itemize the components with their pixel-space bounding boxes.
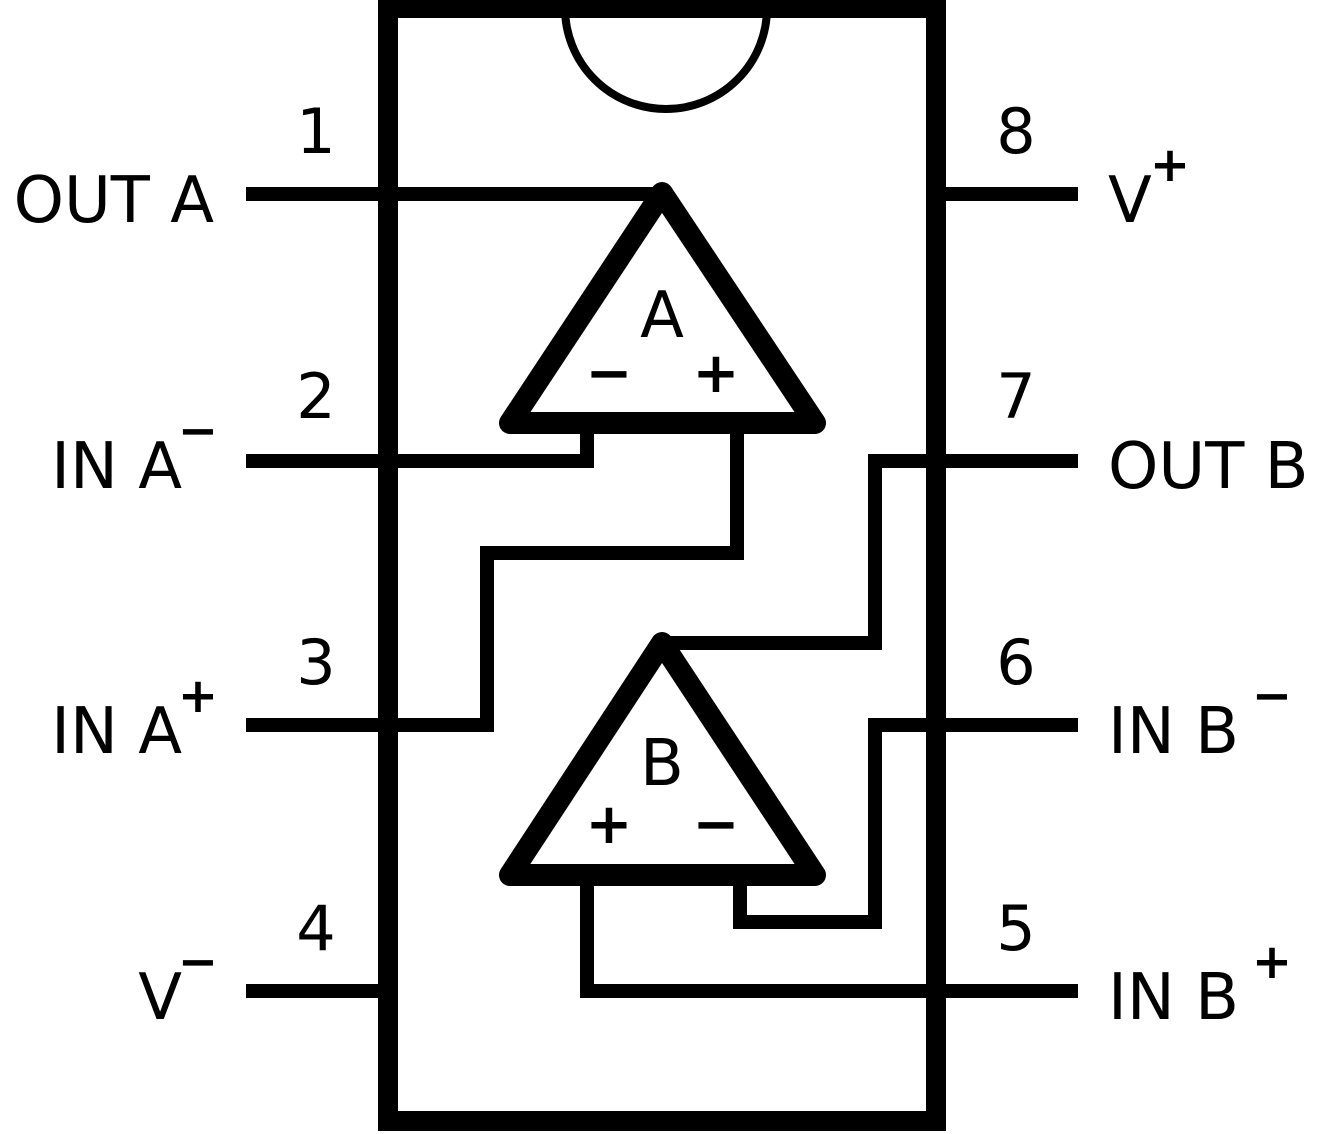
op-amp-b-label: B — [640, 727, 684, 801]
pin-6-number: 6 — [996, 626, 1035, 699]
op-amp-a-plus-sign: + — [693, 341, 740, 406]
ic-package-body — [378, 0, 946, 1131]
op-amp-b-symbol — [499, 632, 826, 886]
pin-7-label: OUT B — [1108, 430, 1309, 504]
pin-2-sup: − — [178, 403, 218, 459]
pin-2-number: 2 — [296, 360, 335, 433]
wire-in-a-minus — [388, 423, 594, 468]
wire-in-a-plus — [388, 423, 744, 732]
pin-5-number: 5 — [996, 892, 1035, 965]
wire-in-b-minus — [733, 718, 936, 929]
pin-1-label: OUT A — [14, 164, 215, 238]
pin-1-number: 1 — [296, 95, 335, 168]
pin-3-number: 3 — [296, 626, 335, 699]
pin-7-number: 7 — [996, 360, 1035, 433]
op-amp-a-symbol — [499, 182, 826, 434]
pin-2-label: IN A — [51, 430, 182, 504]
op-amp-a-minus-sign: − — [586, 341, 633, 406]
wire-in-b-plus — [580, 875, 936, 998]
pin-8-label: V — [1108, 164, 1152, 238]
pin-3-sup: + — [178, 668, 218, 724]
op-amp-b-minus-sign: − — [693, 792, 740, 857]
op-amp-a-label: A — [640, 279, 684, 353]
pin-3-label: IN A — [51, 695, 182, 769]
pin-4-label: V — [138, 961, 182, 1035]
pin-8-number: 8 — [996, 95, 1035, 168]
op-amp-b-plus-sign: + — [586, 792, 633, 857]
pin-8-sup: + — [1150, 137, 1190, 193]
pin-4-number: 4 — [296, 892, 335, 965]
package-notch — [561, 7, 771, 113]
pin-6-label: IN B — [1108, 695, 1239, 769]
pin-5-label: IN B — [1108, 961, 1239, 1035]
pin-4-sup: − — [178, 934, 218, 990]
wire-out-b — [662, 454, 936, 650]
pin-6-sup: − — [1252, 668, 1292, 724]
pin-5-sup: + — [1252, 934, 1292, 990]
